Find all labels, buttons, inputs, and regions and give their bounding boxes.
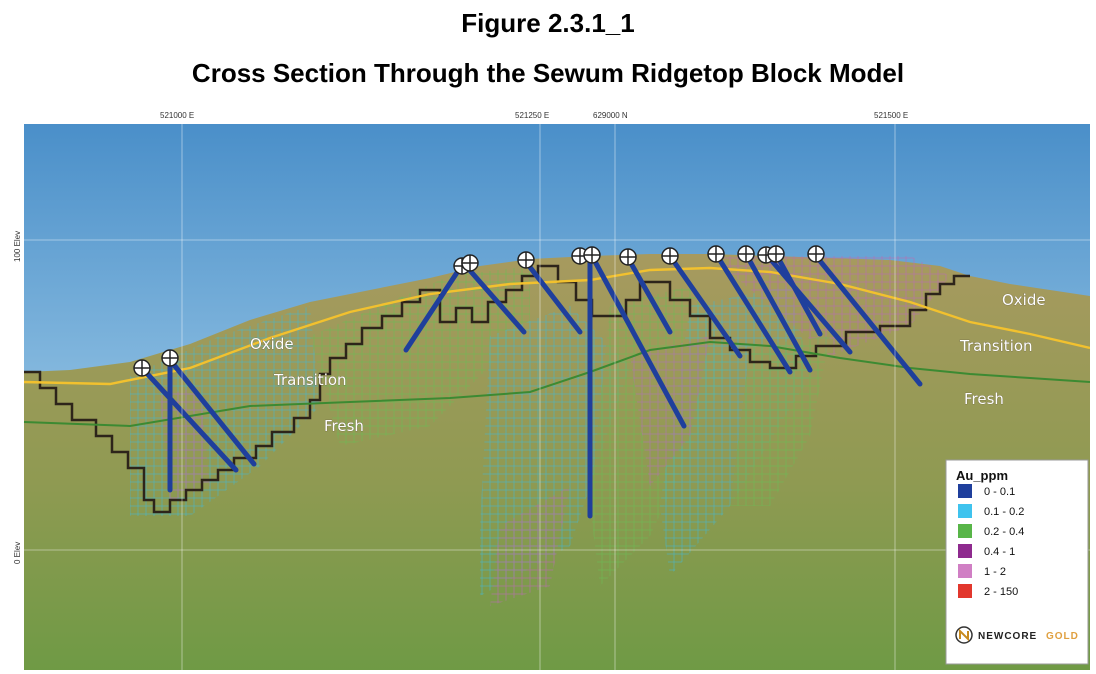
legend-swatch [958,484,972,498]
drill-hole [743,251,813,373]
oxide-boundary-line [23,266,1090,386]
collar-crosshair-icon [517,251,535,269]
drill-hole [167,357,257,467]
x-tick-label: 629000 N [593,111,628,120]
legend-label: 1 - 2 [984,566,1006,578]
drill-hole [139,365,239,473]
brand-name: NEWCORE [978,631,1037,642]
legend-label: 0.2 - 0.4 [984,526,1024,538]
collar-crosshair-icon [807,245,825,263]
collar-crosshair-icon [461,254,479,272]
legend-swatch [958,564,972,578]
drill-hole [813,253,923,387]
drill-hole [667,253,743,359]
zone-label-transition: Transition [959,337,1033,355]
legend-label: 0.4 - 1 [984,546,1015,558]
drill-hole [763,251,853,355]
left-tick-band [10,124,24,670]
legend-label: 2 - 150 [984,586,1018,598]
zone-label-fresh: Fresh [964,390,1004,408]
newcore-logo-icon [955,626,973,644]
drill-hole [589,253,687,429]
figure-title: Cross Section Through the Sewum Ridgetop… [191,58,905,88]
legend-label: 0 - 0.1 [984,486,1015,498]
legend-label: 0.1 - 0.2 [984,506,1024,518]
x-tick-label: 521250 E [515,111,549,120]
top-tick-band [24,106,1090,124]
cross-section-figure: 521000 E 521250 E 629000 N 521500 E 100 … [10,106,1090,670]
drill-hole [625,255,673,335]
drill-hole [403,265,463,353]
legend-swatch [958,584,972,598]
zone-label-transition: Transition [273,371,347,389]
collar-crosshair-icon [133,359,151,377]
drill-hole [463,263,527,335]
legend-title: Au_ppm [956,468,1008,483]
drill-hole [773,251,823,337]
pit-outline [24,264,970,514]
zone-label-oxide: Oxide [250,335,294,353]
collar-crosshair-icon [707,245,725,263]
drill-hole [523,259,583,335]
legend-items: 0 - 0.1 0.1 - 0.2 0.2 - 0.4 0.4 - 1 1 - 2 2 -… [958,484,1024,598]
drill-holes [139,251,923,519]
x-tick-label: 521500 E [874,111,908,120]
brand-suffix: GOLD [1046,631,1079,642]
drill-hole [713,251,793,375]
grid-lines [24,124,1090,670]
collar-crosshair-icon [767,245,785,263]
zone-label-oxide: Oxide [1002,291,1046,309]
y-tick-label: 100 Elev [13,231,22,262]
legend-swatch [958,524,972,538]
legend: Au_ppm 0 - 0.1 0.1 - 0.2 0.2 - 0.4 0.4 - 1 1… [945,459,1089,665]
legend-swatch [958,504,972,518]
collar-crosshair-icon [583,246,601,264]
collar-crosshair-icon [161,349,179,367]
x-tick-label: 521000 E [160,111,194,120]
zone-label-fresh: Fresh [324,417,364,435]
collar-crosshair-icon [737,245,755,263]
figure-number: Figure 2.3.1_1 [461,8,635,38]
fresh-boundary-line [23,340,1090,428]
collar-crosshair-icon [619,248,637,266]
collar-crosshair-icons [133,245,825,377]
legend-swatch [958,544,972,558]
y-tick-label: 0 Elev [13,542,22,564]
collar-crosshair-icon [661,247,679,265]
